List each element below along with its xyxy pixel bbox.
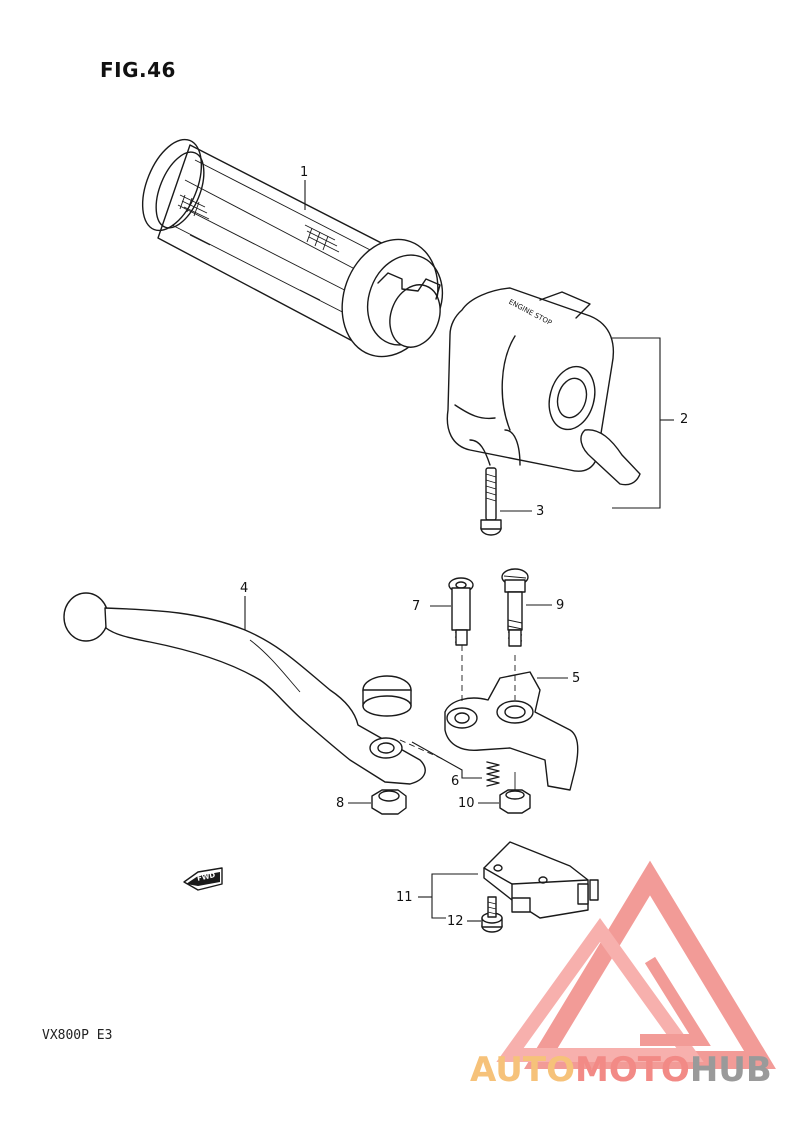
throttle-grip — [141, 138, 444, 358]
figure-title: FIG.46 — [100, 58, 176, 82]
nut-10 — [499, 772, 531, 814]
brake-lever — [63, 592, 426, 785]
callout-2: 2 — [680, 412, 689, 427]
callout-10: 10 — [458, 796, 475, 811]
pivot-bolt — [448, 577, 474, 646]
callout-11: 11 — [396, 890, 413, 905]
callout-3: 3 — [536, 504, 545, 519]
leader-2 — [612, 337, 661, 509]
switch-housing — [446, 287, 641, 486]
leader-6 — [411, 741, 482, 779]
watermark-part3: HUB — [689, 1050, 772, 1090]
switch-screw — [481, 896, 503, 933]
watermark-wordmark: AUTOMOTOHUB — [470, 1050, 800, 1090]
nut-8 — [371, 789, 407, 815]
watermark-part1: AUTO — [470, 1050, 575, 1090]
callout-8: 8 — [336, 796, 345, 811]
callout-12: 12 — [447, 914, 464, 929]
callout-6: 6 — [451, 774, 460, 789]
callout-5: 5 — [572, 671, 581, 686]
housing-screw — [480, 467, 502, 536]
holder-screw — [501, 568, 529, 647]
watermark-logo — [496, 860, 776, 1069]
callout-7: 7 — [412, 599, 421, 614]
model-code: VX800P E3 — [42, 1028, 113, 1043]
spring — [486, 761, 500, 787]
leader-11 — [431, 873, 478, 919]
brake-light-switch — [483, 841, 599, 919]
lever-holder — [444, 671, 579, 791]
watermark-part2: MOTO — [574, 1050, 690, 1090]
callout-4: 4 — [240, 581, 249, 596]
callout-1: 1 — [300, 165, 309, 180]
fwd-arrow-icon — [183, 867, 223, 891]
callout-9: 9 — [556, 598, 565, 613]
